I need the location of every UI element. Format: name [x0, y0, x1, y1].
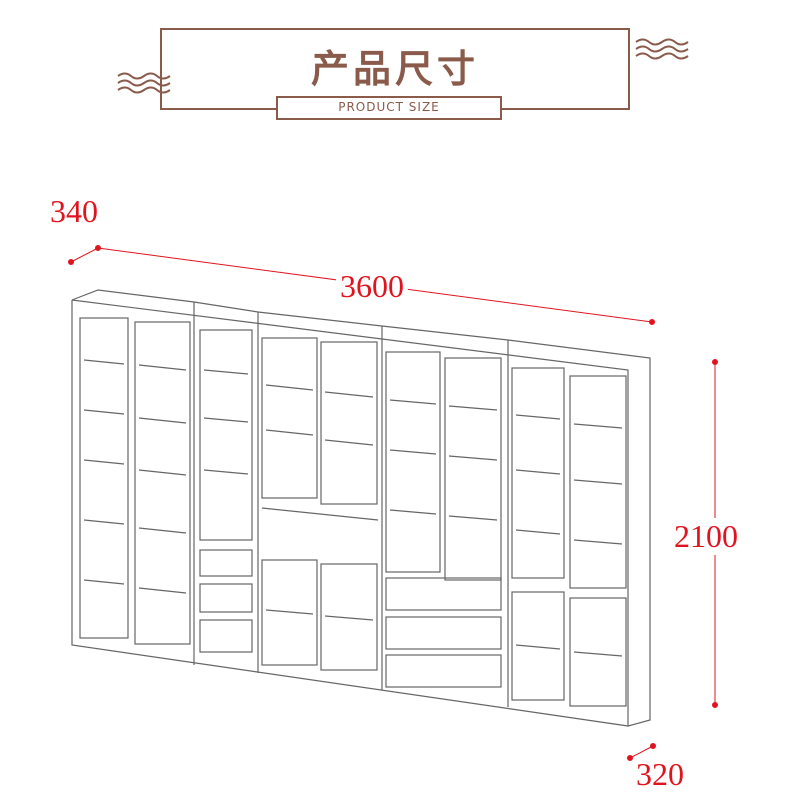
height-label: 2100: [672, 518, 740, 555]
wave-ornament-left: [117, 72, 171, 94]
cabinet-narrow: [199, 329, 253, 653]
cabinet-left: [79, 317, 191, 645]
cabinet-center: [261, 337, 379, 671]
width-label: 3600: [336, 268, 408, 305]
depth-bottom-label: 320: [636, 756, 684, 792]
page-subtitle: PRODUCT SIZE: [338, 100, 440, 114]
page-title: 产品尺寸: [310, 47, 479, 91]
cabinet-right-center: [385, 351, 502, 688]
wave-ornament-right: [635, 38, 689, 60]
dimension-lines: [68, 245, 718, 761]
depth-top-label: 340: [50, 193, 98, 229]
subtitle-box: [276, 96, 502, 120]
bookcase-outline: [71, 289, 651, 727]
cabinet-right: [511, 367, 627, 707]
